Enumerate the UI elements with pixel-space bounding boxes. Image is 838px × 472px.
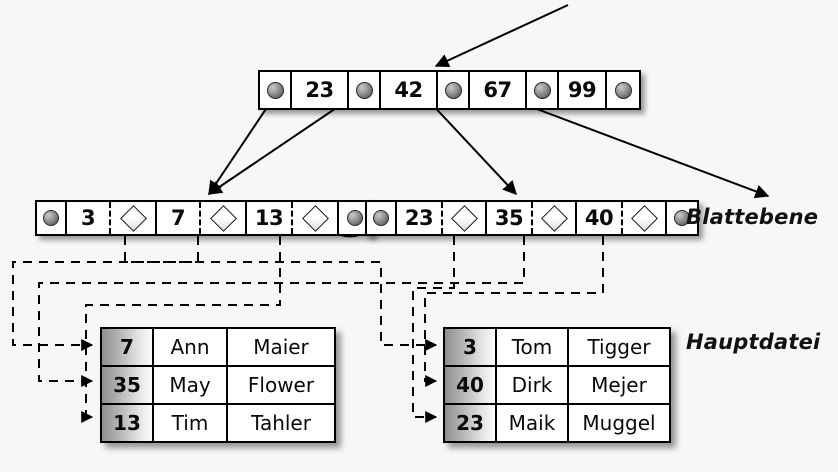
pointer-ball-icon — [347, 210, 363, 226]
pointer-ball-icon — [444, 81, 462, 99]
leaf-left-record-ptr-0[interactable] — [111, 202, 157, 234]
table-row[interactable]: 7 Ann Maier — [102, 329, 334, 367]
record-pointer-diamond-icon — [119, 204, 147, 232]
row-key: 7 — [102, 329, 154, 365]
root-to-right-leaf-arrow — [427, 99, 517, 196]
row-firstname: Maik — [497, 405, 569, 441]
root-key-0: 23 — [292, 72, 349, 108]
row-firstname: Ann — [154, 329, 228, 365]
pointer-ball-icon — [533, 81, 551, 99]
label-blattebene: Blattebene — [686, 205, 819, 229]
root-to-left-leaf-arrow — [208, 99, 273, 196]
root-pointer-4[interactable] — [607, 72, 639, 108]
row-firstname: May — [154, 367, 228, 403]
leaf-node-right[interactable]: 23 35 40 — [365, 200, 699, 236]
row-key: 3 — [445, 329, 497, 365]
row-lastname: Tahler — [251, 411, 311, 435]
row-lastname: Muggel — [582, 411, 656, 435]
leaf-right-record-ptr-1[interactable] — [533, 202, 577, 234]
record-pointer-diamond-icon — [301, 204, 329, 232]
root-pointer-1[interactable] — [349, 72, 381, 108]
root-key-1: 42 — [381, 72, 438, 108]
pointer-ball-icon — [43, 210, 59, 226]
record-pointer-diamond-icon — [630, 204, 658, 232]
table-row[interactable]: 40 Dirk Mejer — [445, 367, 669, 405]
leaf-node-left[interactable]: 3 7 13 — [35, 200, 373, 236]
root-pointer-3[interactable] — [527, 72, 559, 108]
root-pointer2-arrow — [207, 99, 349, 195]
leaf-right-key-1: 35 — [487, 202, 533, 234]
table-row[interactable]: 3 Tom Tigger — [445, 329, 669, 367]
root-pointer4-arrow — [512, 99, 770, 199]
row-lastname: Flower — [247, 373, 315, 397]
root-pointer-2[interactable] — [438, 72, 470, 108]
pointer-ball-icon — [674, 210, 690, 226]
leaf-right-key-0: 23 — [397, 202, 443, 234]
row-firstname: Tom — [497, 329, 569, 365]
leaf-right-prev-pointer[interactable] — [367, 202, 397, 234]
leaf-left-key-0: 3 — [67, 202, 111, 234]
leaf-right-next-pointer[interactable] — [667, 202, 697, 234]
pointer-ball-icon — [373, 210, 389, 226]
leaf-right-record-ptr-0[interactable] — [443, 202, 487, 234]
row-key: 35 — [102, 367, 154, 403]
root-entry-arrow — [434, 4, 569, 68]
row-lastname: Maier — [253, 335, 309, 359]
leaf-right-key-2: 40 — [577, 202, 623, 234]
root-key-3: 99 — [559, 72, 607, 108]
leaf-left-record-ptr-2[interactable] — [293, 202, 339, 234]
root-index-node[interactable]: 23 42 67 99 — [258, 70, 641, 110]
row-firstname: Dirk — [497, 367, 569, 403]
row-lastname: Tigger — [587, 335, 651, 359]
table-row[interactable]: 13 Tim Tahler — [102, 405, 334, 441]
table-row[interactable]: 23 Maik Muggel — [445, 405, 669, 441]
table-row[interactable]: 35 May Flower — [102, 367, 334, 405]
leaf-right-record-ptr-2[interactable] — [623, 202, 667, 234]
root-pointer-0[interactable] — [260, 72, 292, 108]
leaf-left-record-ptr-1[interactable] — [201, 202, 247, 234]
label-hauptdatei: Hauptdatei — [686, 330, 821, 354]
row-key: 23 — [445, 405, 497, 441]
record-pointer-diamond-icon — [540, 204, 568, 232]
root-key-2: 67 — [470, 72, 527, 108]
pointer-ball-icon — [355, 81, 373, 99]
main-file-table-right[interactable]: 3 Tom Tigger 40 Dirk Mejer 23 Maik Mugge… — [443, 327, 671, 443]
leaf-left-key-2: 13 — [247, 202, 293, 234]
record-pointer-diamond-icon — [209, 204, 237, 232]
row-firstname: Tim — [154, 405, 228, 441]
main-file-table-left[interactable]: 7 Ann Maier 35 May Flower 13 Tim Tahler — [100, 327, 336, 443]
leaf-left-prev-pointer[interactable] — [37, 202, 67, 234]
pointer-ball-icon — [614, 81, 632, 99]
record-pointer-diamond-icon — [450, 204, 478, 232]
row-lastname: Mejer — [591, 373, 647, 397]
leaf-left-key-1: 7 — [157, 202, 201, 234]
pointer-ball-icon — [266, 81, 284, 99]
row-key: 13 — [102, 405, 154, 441]
row-key: 40 — [445, 367, 497, 403]
